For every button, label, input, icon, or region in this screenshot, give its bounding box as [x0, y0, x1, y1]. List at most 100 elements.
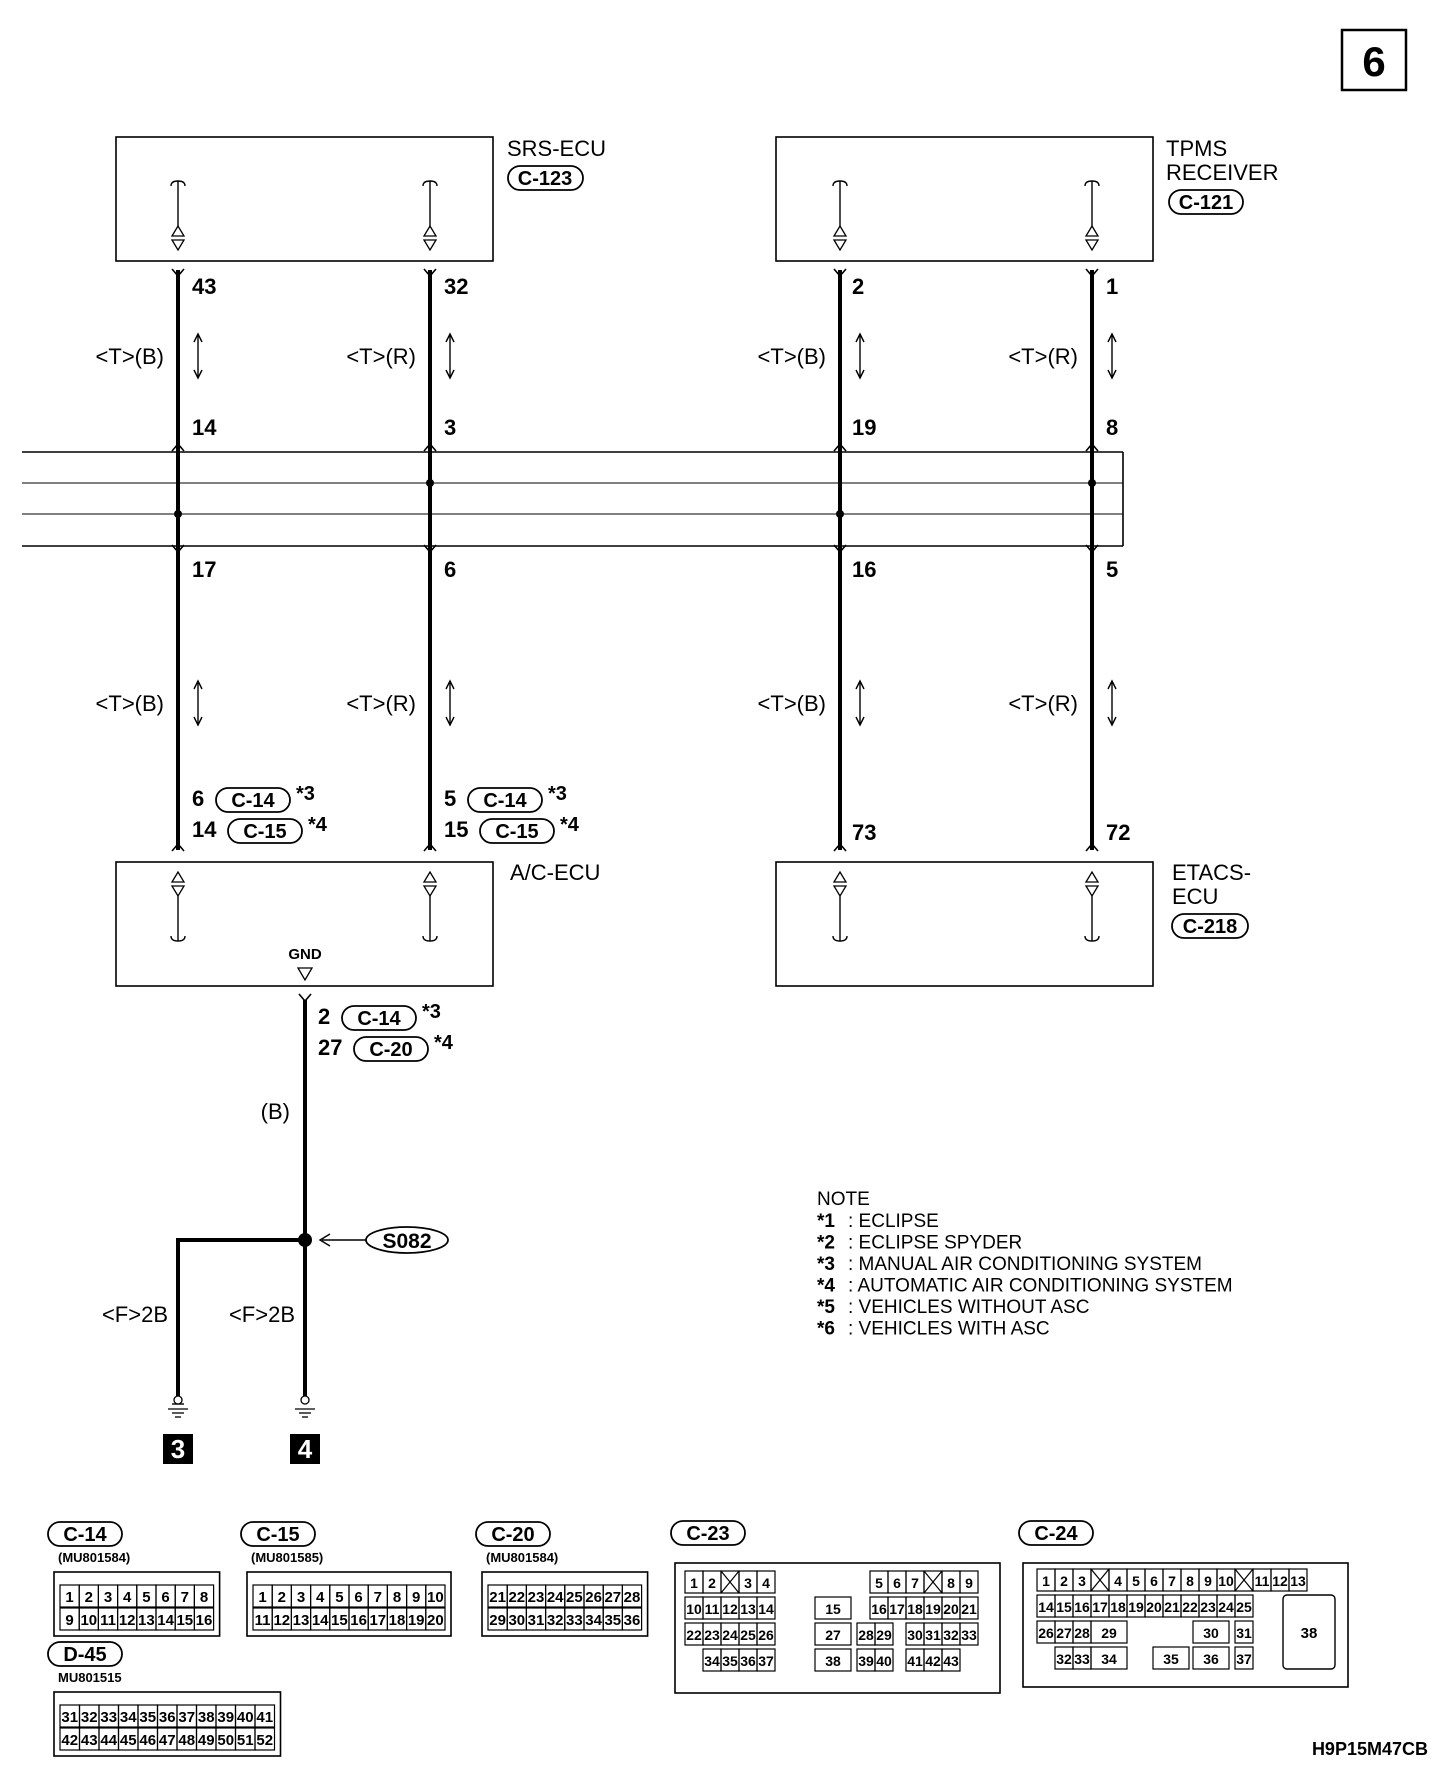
acecu-left-note-2: *4 [308, 814, 328, 836]
note-mark-6: *6 [817, 1319, 835, 1340]
d45-pin: 31 [61, 1709, 78, 1726]
tpms-label-2: RECEIVER [1166, 160, 1278, 185]
wire-label-lower-1: <T>(B) [96, 691, 164, 716]
joint-bottom-pin-4: 5 [1106, 557, 1118, 582]
c15-pin: 2 [278, 1589, 286, 1606]
c20-housing [481, 1571, 649, 1637]
d45-pin: 39 [217, 1709, 234, 1726]
page-number-box [1340, 28, 1408, 92]
c14-pin: 13 [138, 1612, 155, 1629]
c23-pin: 43 [943, 1653, 959, 1669]
splice-marker [318, 1226, 449, 1254]
c23-pin: 7 [911, 1575, 919, 1591]
c20-pin: 23 [528, 1589, 545, 1606]
c20-pin: 32 [547, 1612, 564, 1629]
srs-pin-43: 43 [192, 274, 216, 299]
c24-pin: 5 [1132, 1573, 1140, 1589]
c20-pin: 27 [604, 1589, 621, 1606]
c23-pin: 22 [686, 1627, 702, 1643]
c24-cell [1090, 1646, 1128, 1670]
c14-pin: 8 [200, 1589, 208, 1606]
c24-pin: 4 [1114, 1573, 1122, 1589]
c23-pin: 40 [876, 1653, 892, 1669]
c23-pin: 33 [961, 1627, 977, 1643]
acecu-left-conn-2-badge [227, 818, 303, 844]
joint-bottom-pin-2: 6 [444, 557, 456, 582]
c14-pin: 16 [196, 1612, 213, 1629]
c20-pin: 22 [508, 1589, 525, 1606]
c24-pin: 36 [1203, 1651, 1219, 1667]
c24-pin: 29 [1101, 1625, 1117, 1641]
c14-pin: 14 [157, 1612, 174, 1629]
c24-pin: 25 [1236, 1599, 1252, 1615]
ground-id-4: 4 [298, 1434, 313, 1464]
c23-pin: 16 [871, 1601, 887, 1617]
ground-branch-label-2: <F>2B [229, 1302, 295, 1327]
ground-wire-color: (B) [261, 1099, 290, 1124]
etacs-label-1: ETACS- [1172, 860, 1251, 885]
c23-housing [674, 1562, 1001, 1694]
c14-badge [47, 1521, 123, 1547]
d45-pin: 47 [159, 1732, 176, 1749]
c23-cell [941, 1648, 961, 1672]
c23-pin: 25 [740, 1627, 756, 1643]
c23-cell [756, 1648, 776, 1672]
note-mark-5: *5 [817, 1297, 835, 1318]
c14-pin: 1 [65, 1589, 73, 1606]
note-text-1: : ECLIPSE [848, 1211, 939, 1232]
acecu-left-pin-1: 6 [192, 786, 204, 811]
c23-cell [814, 1648, 852, 1672]
c24-pin: 8 [1186, 1573, 1194, 1589]
c24-pin: 11 [1255, 1573, 1270, 1589]
c15-pin: 5 [335, 1589, 343, 1606]
c23-pin: 21 [961, 1601, 977, 1617]
acecu-right-pin-1: 5 [444, 786, 456, 811]
ac-ecu-gnd-label: GND [288, 946, 322, 963]
c20-pin: 28 [624, 1589, 641, 1606]
gnd-conn-2: C-20 [369, 1039, 412, 1061]
c23-pin: 30 [907, 1627, 923, 1643]
etacs-pin-73: 73 [852, 820, 876, 845]
c24-housing [1022, 1562, 1349, 1688]
wire-label-upper-1: <T>(B) [96, 344, 164, 369]
note-text-2: : ECLIPSE SPYDER [848, 1233, 1022, 1254]
acecu-right-conn-1: C-14 [483, 790, 527, 812]
c23-cell [756, 1596, 776, 1620]
note-text-5: : VEHICLES WITHOUT ASC [848, 1297, 1089, 1318]
page-number: 6 [1362, 38, 1385, 85]
d45-pin: 38 [198, 1709, 215, 1726]
gnd-conn-1: C-14 [357, 1008, 401, 1030]
c23-pin: 34 [704, 1653, 720, 1669]
tpms-connector: C-121 [1179, 192, 1233, 214]
d45-cell [254, 1704, 276, 1728]
c14-cell [193, 1584, 215, 1608]
c15-part: (MU801585) [251, 1550, 323, 1565]
c24-pin: 37 [1236, 1651, 1252, 1667]
c24-pin: 19 [1128, 1599, 1144, 1615]
c24-badge [1018, 1520, 1094, 1546]
wire-label-lower-2: <T>(R) [346, 691, 416, 716]
c24-pin: 23 [1200, 1599, 1216, 1615]
c23-pin: 13 [740, 1601, 756, 1617]
c20-pin: 35 [604, 1612, 621, 1629]
c14-pin: 3 [104, 1589, 112, 1606]
c24-cell [1282, 1594, 1336, 1670]
acecu-right-conn-2: C-15 [495, 821, 538, 843]
c15-pin: 4 [316, 1589, 325, 1606]
d45-part: MU801515 [58, 1670, 122, 1685]
d45-pin: 41 [256, 1709, 273, 1726]
c23-pin: 8 [947, 1575, 955, 1591]
joint-top-pin-2: 3 [444, 415, 456, 440]
c23-pin: 38 [825, 1653, 841, 1669]
d45-pin: 46 [139, 1732, 156, 1749]
c20-pin: 25 [566, 1589, 583, 1606]
note-mark-3: *3 [817, 1254, 835, 1275]
c24-pin: 7 [1168, 1573, 1176, 1589]
ground-wire [176, 993, 312, 1398]
c23-pin: 24 [722, 1627, 738, 1643]
gnd-note-1: *3 [422, 1001, 441, 1023]
note-mark-4: *4 [817, 1276, 835, 1297]
c24-pin: 6 [1150, 1573, 1158, 1589]
c20-pin: 30 [508, 1612, 525, 1629]
c24-pin: 2 [1060, 1573, 1068, 1589]
